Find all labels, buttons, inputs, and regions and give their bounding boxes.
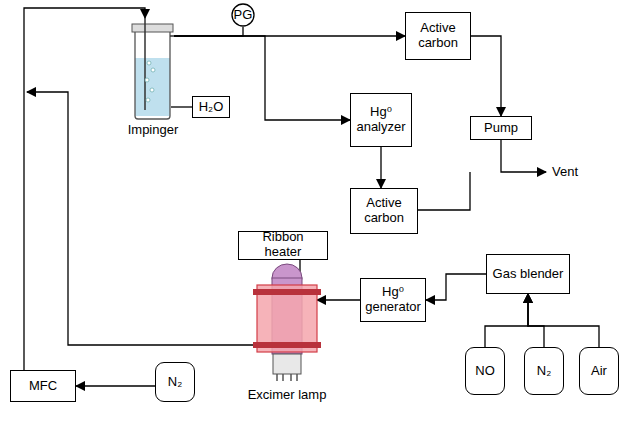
node-label: Pump: [484, 121, 518, 136]
gas-cylinder: Air: [579, 347, 619, 395]
gas-cylinder: N₂: [155, 362, 195, 402]
pump-box: Pump: [470, 116, 532, 140]
pipe-connector: [528, 294, 544, 347]
gas-cylinder: NO: [465, 347, 505, 395]
node-label: Impinger: [128, 123, 179, 138]
node-label: N₂: [537, 364, 551, 379]
impinger: Impinger: [118, 18, 188, 138]
excimer-lamp: Excimer lamp: [239, 260, 335, 403]
pressure-gauge: PG: [231, 3, 255, 27]
node-label: MFC: [29, 379, 57, 394]
lamp-drawing: [239, 260, 335, 403]
node-label: Active carbon: [410, 21, 466, 51]
pipe-connector: [27, 92, 257, 345]
pipe-connector: [76, 385, 155, 386]
blender-box: Gas blender: [486, 254, 570, 294]
pipe-connector: [528, 294, 599, 347]
filter-box: Active carbon: [350, 188, 418, 234]
pipe-connector: [174, 27, 243, 36]
vent-pipe: [418, 172, 470, 210]
pipe-connector: [317, 299, 360, 300]
pipe-connector: [24, 8, 145, 370]
node-label: Hg⁰ analyzer: [355, 105, 407, 135]
gas-cylinder: N₂: [524, 347, 564, 395]
pipe-connector: [380, 147, 381, 188]
pipe-connector: [471, 36, 501, 116]
vent-pipe: [501, 140, 546, 172]
filter-box: Active carbon: [405, 12, 471, 60]
impinger-drawing: [118, 18, 188, 138]
analyzer-box: Hg⁰ analyzer: [350, 93, 412, 147]
outlet-label: Vent: [551, 164, 579, 179]
mfc-box: MFC: [10, 370, 76, 402]
reagent-box: H₂O: [192, 96, 230, 118]
node-label: N₂: [168, 375, 182, 390]
node-label: Active carbon: [355, 196, 413, 226]
heater-label-box: Ribbon heater: [238, 231, 328, 260]
node-label: Hg⁰ generator: [365, 285, 421, 315]
node-label: Excimer lamp: [248, 388, 327, 403]
node-label: Ribbon heater: [243, 230, 323, 260]
pipe-connector: [485, 294, 528, 347]
pipe-connector: [171, 106, 192, 107]
node-label: Air: [591, 364, 607, 379]
pipe-connector: [174, 36, 350, 120]
generator-box: Hg⁰ generator: [360, 278, 426, 322]
node-label: H₂O: [199, 100, 224, 115]
node-label: Gas blender: [493, 267, 564, 282]
node-label: PG: [234, 8, 253, 23]
node-label: NO: [475, 364, 495, 379]
pipe-connector: [426, 274, 486, 300]
